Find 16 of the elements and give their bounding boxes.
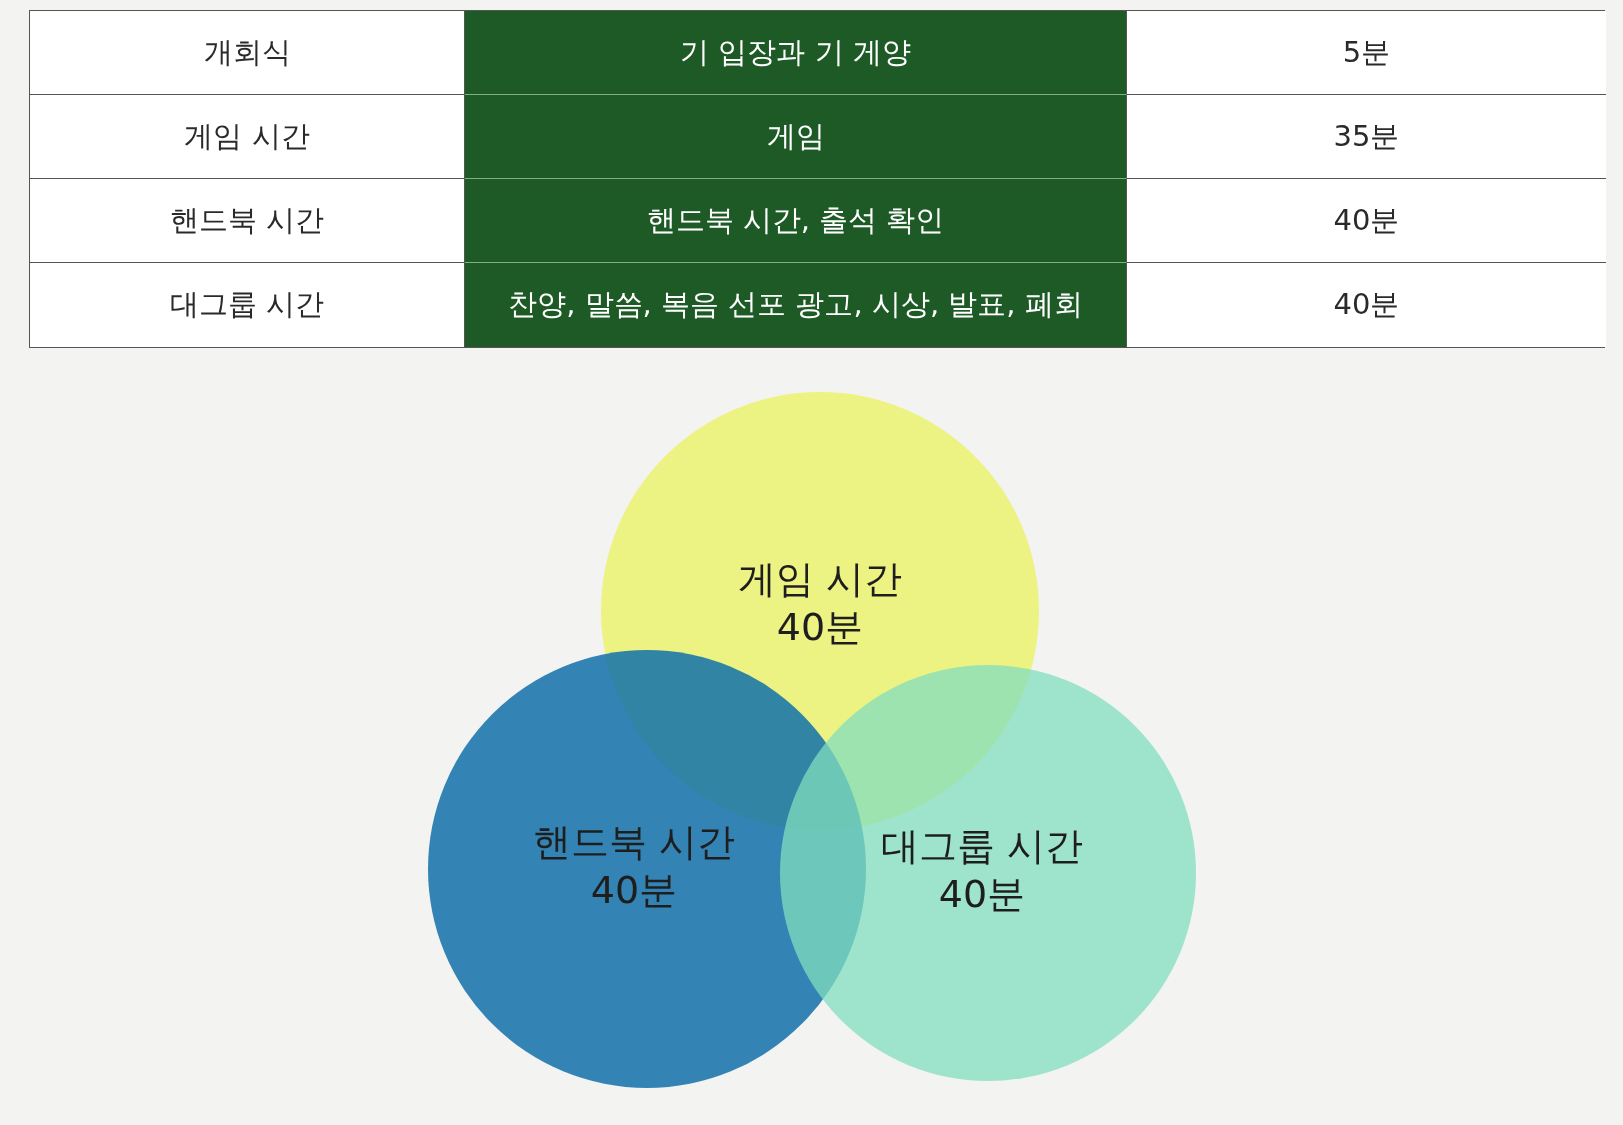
table-cell: 찬양, 말씀, 복음 선포 광고, 시상, 발표, 폐회: [465, 263, 1127, 347]
table-cell: 40분: [1127, 179, 1606, 263]
duration-text: 40분: [776, 603, 864, 651]
duration-text: 40분: [590, 866, 678, 914]
duration-text: 40분: [938, 870, 1026, 918]
table-cell: 개회식: [30, 11, 465, 95]
circle-title: 핸드북 시간: [532, 819, 736, 866]
circle-title: 게임 시간: [737, 556, 903, 603]
table-cell: 핸드북 시간: [30, 179, 465, 263]
table-cell: 게임: [465, 95, 1127, 179]
table-cell: 35분: [1127, 95, 1606, 179]
table-cell: 핸드북 시간, 출석 확인: [465, 179, 1127, 263]
circle-title: 대그룹 시간: [880, 823, 1084, 870]
table-cell: 기 입장과 기 게양: [465, 11, 1127, 95]
table-cell: 게임 시간: [30, 95, 465, 179]
table-cell: 5분: [1127, 11, 1606, 95]
